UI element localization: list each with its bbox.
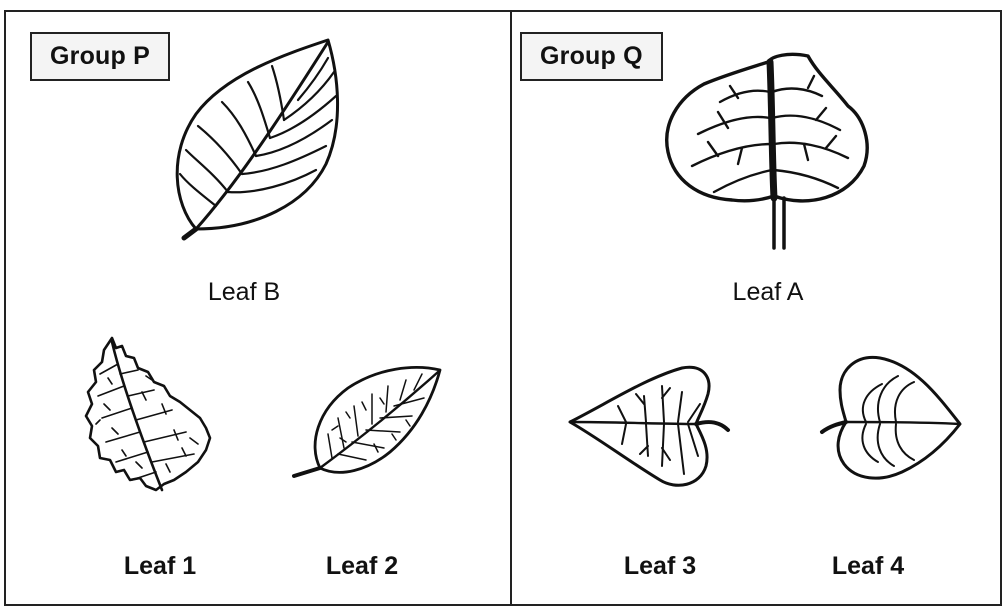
leaf-b-label: Leaf B [208,278,280,307]
leaf-3-label: Leaf 3 [624,552,696,581]
leaf-2-image [288,360,448,484]
leaf-b-image [166,34,346,244]
group-p-title: Group P [30,32,170,81]
leaf-4-image [818,354,962,484]
group-p-panel: Group P Leaf B Leaf 1 [4,10,512,606]
leaf-a-label: Leaf A [733,278,804,307]
group-q-title: Group Q [520,32,663,81]
leaf-a-image [658,48,872,248]
leaf-2-label: Leaf 2 [326,552,398,581]
group-q-panel: Group Q Leaf A Leaf 3 [510,10,1002,606]
leaf-1-image [82,334,216,494]
leaf-3-image [566,364,732,490]
leaf-1-label: Leaf 1 [124,552,196,581]
leaf-4-label: Leaf 4 [832,552,904,581]
